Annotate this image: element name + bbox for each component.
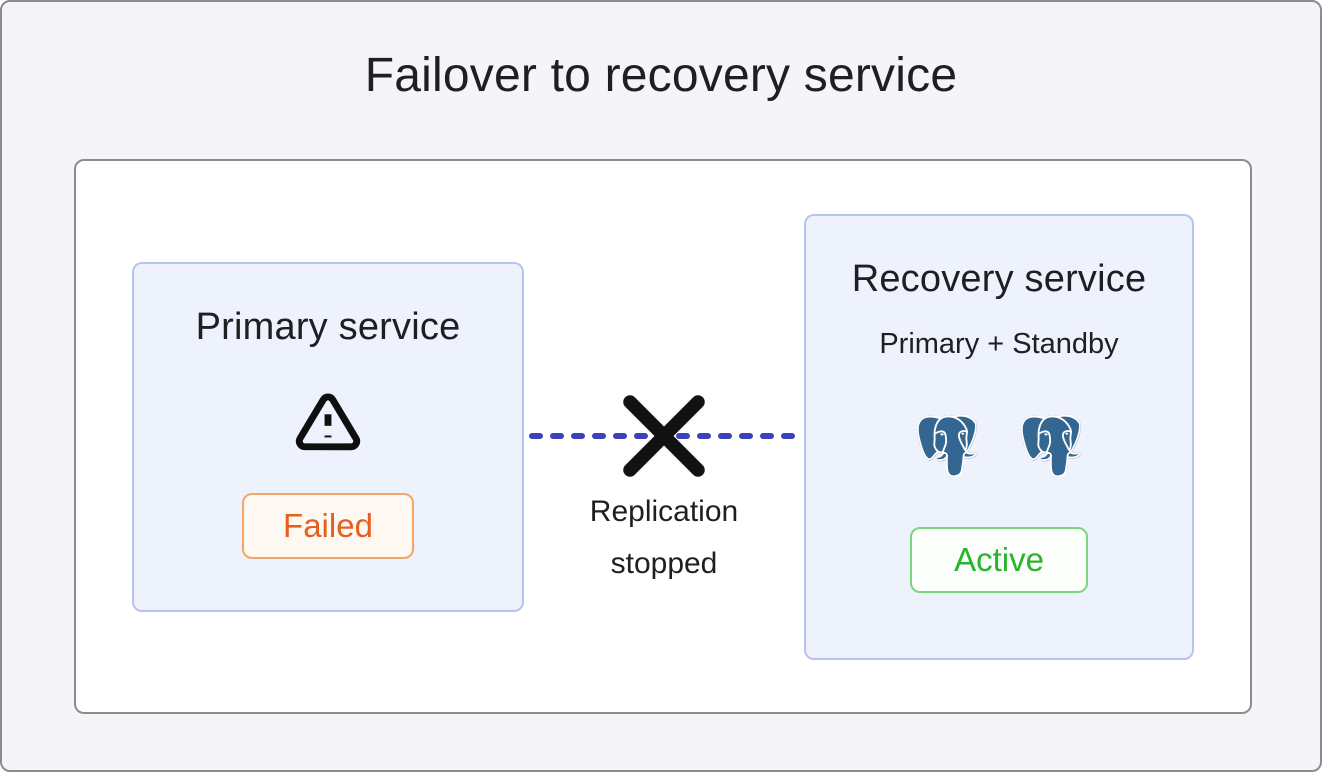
- recovery-service-box: Recovery service Primary + Standby Activ…: [804, 214, 1194, 660]
- postgresql-icon: [915, 412, 979, 480]
- primary-service-box: Primary service Failed: [132, 262, 524, 612]
- active-status-badge: Active: [910, 527, 1088, 593]
- recovery-service-title: Recovery service: [851, 258, 1147, 300]
- page-title: Failover to recovery service: [364, 49, 958, 102]
- primary-service-title: Primary service: [195, 306, 461, 348]
- replication-connection: Replication stopped: [524, 390, 804, 590]
- replication-link-graphic: [529, 395, 801, 477]
- warning-triangle-icon: [292, 387, 364, 457]
- failed-status-badge: Failed: [242, 493, 414, 559]
- replication-status-label: Replication stopped: [589, 495, 739, 580]
- broken-cross-icon: [623, 395, 705, 477]
- postgresql-icon: [1019, 412, 1083, 480]
- recovery-service-subtitle: Primary + Standby: [879, 328, 1119, 360]
- database-icon-row: [915, 412, 1083, 480]
